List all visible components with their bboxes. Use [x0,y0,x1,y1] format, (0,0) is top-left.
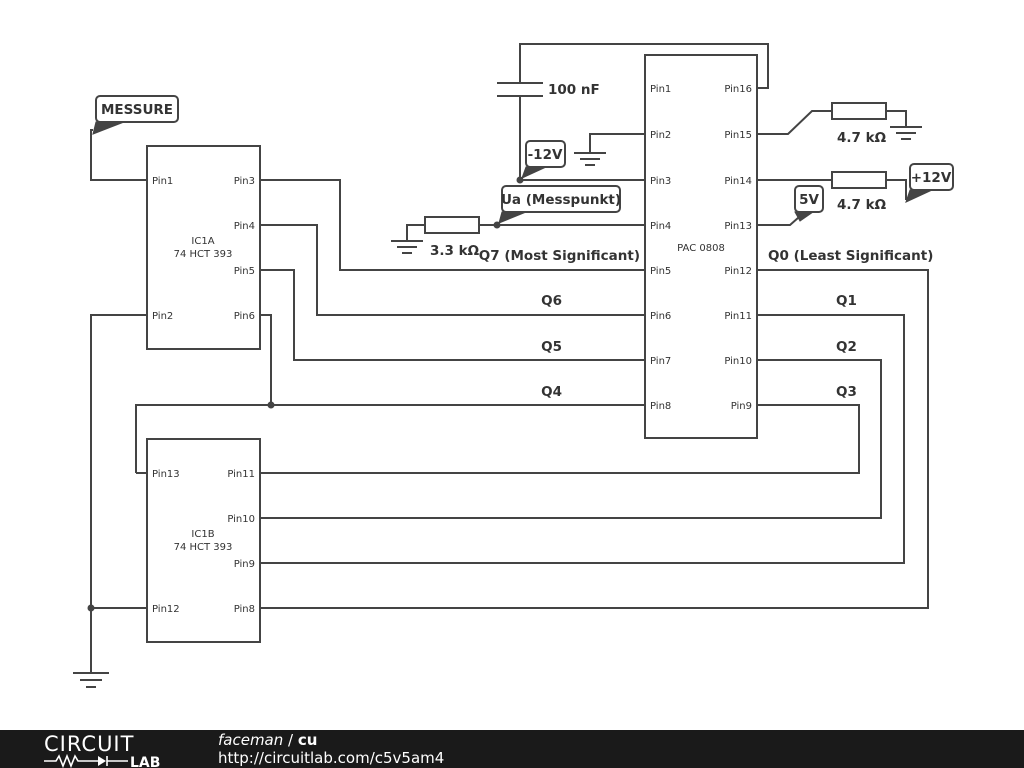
net-tag-5v-label: 5V [799,192,819,208]
ic1b-pin12: Pin12 [152,604,180,615]
net-tag-ua-label: Ua (Messpunkt) [501,192,621,208]
ic1a-name: IC1A [191,236,214,247]
pac-pin11: Pin11 [724,311,752,322]
ic1b-name: IC1B [191,529,214,540]
wire-plus12 [886,179,907,200]
circuitlab-logo[interactable]: CIRCUIT LAB [0,730,200,768]
ground-symbol-pin15 [890,126,922,140]
wire-ic1a-pin2-ground [90,314,147,672]
ic1b-pin11: Pin11 [227,469,255,480]
label-q4: Q4 [541,384,562,400]
pac-pin10: Pin10 [724,356,752,367]
circuit-url-link[interactable]: http://circuitlab.com/c5v5am4 [218,749,445,767]
label-q1: Q1 [836,293,857,309]
label-q3: Q3 [836,384,857,400]
ic1b-pin9: Pin9 [234,559,255,570]
label-q6: Q6 [541,293,562,309]
project-link[interactable]: cu [297,731,318,749]
pac-pin13: Pin13 [724,221,752,232]
ic1a-pin2: Pin2 [152,311,173,322]
pac-pin8: Pin8 [650,401,671,412]
pac-pin2: Pin2 [650,130,671,141]
ic1b-pin10: Pin10 [227,514,255,525]
ic1b-part: 74 HCT 393 [174,542,233,553]
capacitor: 100 nF [497,82,600,98]
label-q2: Q2 [836,339,857,355]
pac-pin6: Pin6 [650,311,671,322]
wire-q3 [260,404,860,474]
credit-line: faceman / cu [218,731,317,749]
label-q7: Q7 (Most Significant) [479,248,640,264]
wire-pin15-resistor [757,110,832,135]
ic1a: IC1A 74 HCT 393 Pin1 Pin2 Pin3 Pin4 Pin5… [146,145,261,350]
pac-pin1: Pin1 [650,84,671,95]
ic1a-pin4: Pin4 [234,221,255,232]
net-tag-minus12v-label: -12V [528,147,563,163]
junction-dot [87,604,95,612]
wire-q0 [260,269,929,609]
wire-ground-resistor [406,224,425,240]
wire-q6 [260,224,645,316]
pac-pin4: Pin4 [650,221,671,232]
footer-bar: CIRCUIT LAB faceman / cu http://circuitl… [0,730,1024,768]
pac-pin7: Pin7 [650,356,671,367]
wire-q4-clock [260,314,272,405]
ic1a-pin6: Pin6 [234,311,255,322]
pac-pin9: Pin9 [731,401,752,412]
resistor-pin14: 4.7 kΩ [831,171,887,213]
junction-dot [267,401,275,409]
wire-q4 [135,404,645,473]
wire-q1 [260,314,905,564]
net-tag-plus12v-label: +12V [911,170,952,186]
pac-0808: PAC 0808 Pin1 Pin2 Pin3 Pin4 Pin5 Pin6 P… [644,54,758,439]
ground-symbol-resistor [391,240,423,254]
pac-pin3: Pin3 [650,176,671,187]
pac-part: PAC 0808 [677,243,725,254]
net-tag-ua-messpunkt: Ua (Messpunkt) [498,185,621,224]
pac-pin14: Pin14 [724,176,752,187]
ic1b: IC1B 74 HCT 393 Pin13 Pin12 Pin11 Pin10 … [146,438,261,643]
resistor-ground: 3.3 kΩ [424,216,480,259]
logo-lab-text: LAB [130,755,160,768]
pac-pin5: Pin5 [650,266,671,277]
label-q5: Q5 [541,339,562,355]
pac-pin15: Pin15 [724,130,752,141]
circuit-schematic: 100 nF 3.3 kΩ 4.7 kΩ 4.7 kΩ IC1A 74 HCT … [73,43,954,688]
net-tag-5v: 5V [794,185,824,222]
net-tag-plus12v: +12V [905,163,954,203]
net-tag-messure-label: MESSURE [101,102,173,118]
logo-circuit-text: CIRCUIT [44,732,134,756]
ic1a-pin1: Pin1 [152,176,173,187]
capacitor-value: 100 nF [548,82,600,98]
resistor-pin15-value: 4.7 kΩ [837,130,887,146]
logo-resistor-icon [44,753,98,768]
ground-symbol-ic1a [73,672,109,688]
ic1b-pin13: Pin13 [152,469,180,480]
wire-q5 [260,269,645,361]
wire-q7 [260,179,645,271]
credit-separator: / [283,731,298,749]
resistor-pin15: 4.7 kΩ [831,102,887,146]
wire-q2 [260,359,882,519]
wire-messure [90,129,147,181]
wire-pin15-ground [886,110,907,126]
wire-labels: Q7 (Most Significant) Q6 Q5 Q4 Q0 (Least… [479,248,934,400]
pac-pin16: Pin16 [724,84,752,95]
resistor-pin14-value: 4.7 kΩ [837,197,887,213]
ic1a-part: 74 HCT 393 [174,249,233,260]
pac-pin12: Pin12 [724,266,752,277]
label-q0: Q0 (Least Significant) [768,248,933,264]
ic1b-pin8: Pin8 [234,604,255,615]
ic1a-pin5: Pin5 [234,266,255,277]
ground-symbol-pac-pin2 [574,152,606,166]
author-link[interactable]: faceman [218,731,284,749]
logo-diode-icon [98,756,106,766]
resistor-ground-value: 3.3 kΩ [430,243,480,259]
net-tag-messure: MESSURE [92,95,179,135]
wire-pac-pin2-ground [589,133,645,152]
net-tag-minus12v: -12V [521,140,566,179]
wire-capacitor-top [519,43,769,89]
ic1a-pin3: Pin3 [234,176,255,187]
